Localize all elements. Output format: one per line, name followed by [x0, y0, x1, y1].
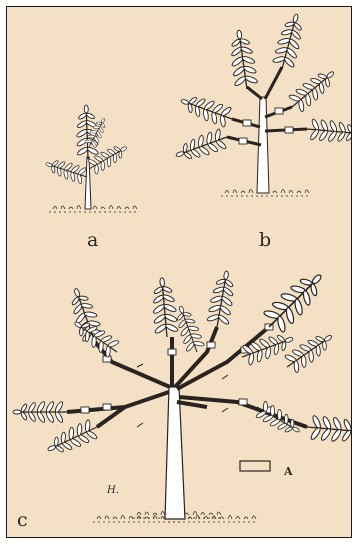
figure-label-c: c: [17, 509, 28, 531]
botanical-plate: a b c A H.: [6, 6, 352, 538]
plate-drawing: [7, 7, 352, 538]
figure-label-b: b: [259, 229, 271, 251]
figure-label-a: a: [87, 229, 98, 251]
graft-band-legend-icon: [240, 461, 270, 471]
tree-c-illustration: [13, 265, 352, 522]
sapling-b-illustration: [172, 11, 352, 196]
artist-signature: H.: [107, 485, 119, 496]
legend-label: A: [284, 465, 293, 478]
sapling-a-illustration: [43, 105, 137, 212]
